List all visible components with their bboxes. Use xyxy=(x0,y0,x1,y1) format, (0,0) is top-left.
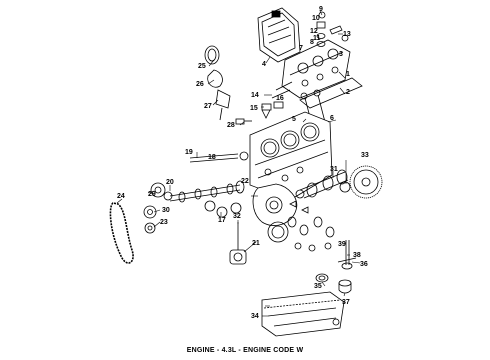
oil-pump xyxy=(229,222,247,265)
callout-33: 33 xyxy=(361,152,369,159)
engine-block xyxy=(249,111,333,201)
crank-sprocket xyxy=(143,205,157,234)
flywheel xyxy=(349,165,383,199)
bolt-28 xyxy=(235,118,252,125)
rocker-arm-parts xyxy=(316,11,349,47)
callout-34: 34 xyxy=(251,313,259,320)
callout-29: 29 xyxy=(148,191,156,198)
cam-sprocket xyxy=(150,182,173,201)
callout-27: 27 xyxy=(204,103,212,110)
callout-17: 17 xyxy=(218,217,226,224)
valve-cover xyxy=(257,7,301,63)
rear-seal xyxy=(339,181,351,193)
harmonic-balancer xyxy=(267,221,289,243)
piston-rods xyxy=(287,216,335,252)
balance-shaft xyxy=(189,151,249,163)
crankshaft xyxy=(295,169,349,199)
oil-dipstick xyxy=(337,240,357,270)
main-bearings xyxy=(289,200,309,214)
cylinder-head xyxy=(281,39,351,99)
callout-7: 7 xyxy=(299,45,303,52)
callout-19: 19 xyxy=(185,149,193,156)
lifters xyxy=(261,101,284,119)
callout-35: 35 xyxy=(314,283,322,290)
callout-9: 9 xyxy=(319,6,323,13)
callout-31: 31 xyxy=(330,166,338,173)
callout-labels: 1 2 3 4 5 6 7 8 9 10 11 12 13 14 15 16 1… xyxy=(117,6,369,320)
callout-2: 2 xyxy=(346,89,350,96)
callout-4: 4 xyxy=(262,61,266,68)
callout-20: 20 xyxy=(166,179,174,186)
callout-24: 24 xyxy=(117,193,125,200)
callout-8: 8 xyxy=(310,39,314,46)
callout-15: 15 xyxy=(250,105,258,112)
callout-38: 38 xyxy=(353,252,361,259)
callout-23: 23 xyxy=(160,219,168,226)
callout-37: 37 xyxy=(342,299,350,306)
oil-filter-adapter xyxy=(338,279,352,294)
callout-26: 26 xyxy=(196,81,204,88)
timing-cover xyxy=(252,183,298,226)
camshaft xyxy=(169,180,245,203)
engine-exploded-diagram: 1 2 3 4 5 6 7 8 9 10 11 12 13 14 15 16 1… xyxy=(109,6,383,337)
callout-11: 11 xyxy=(313,35,321,42)
callout-14: 14 xyxy=(251,92,259,99)
callout-10: 10 xyxy=(312,15,320,22)
callout-16: 16 xyxy=(276,95,284,102)
callout-13: 13 xyxy=(343,31,351,38)
callout-6: 6 xyxy=(330,115,334,122)
callout-5: 5 xyxy=(292,116,296,123)
oil-pan xyxy=(261,291,345,337)
callout-12: 12 xyxy=(310,28,318,35)
callout-39: 39 xyxy=(338,241,346,248)
oil-seal xyxy=(315,273,329,283)
callout-30: 30 xyxy=(162,207,170,214)
timing-chain xyxy=(109,202,134,264)
callout-3: 3 xyxy=(339,51,343,58)
diagram-caption: ENGINE - 4.3L - ENGINE CODE W xyxy=(186,347,304,354)
callout-36: 36 xyxy=(360,261,368,268)
callout-28: 28 xyxy=(227,122,235,129)
leader-lines xyxy=(116,10,361,317)
cam-bearings xyxy=(204,200,242,218)
callout-32: 32 xyxy=(233,213,241,220)
callout-18: 18 xyxy=(208,154,216,161)
intake-parts xyxy=(204,45,231,121)
callout-25: 25 xyxy=(198,63,206,70)
callout-22: 22 xyxy=(241,178,249,185)
pushrods xyxy=(271,81,293,99)
callout-1: 1 xyxy=(346,71,350,78)
callout-21: 21 xyxy=(252,240,260,247)
